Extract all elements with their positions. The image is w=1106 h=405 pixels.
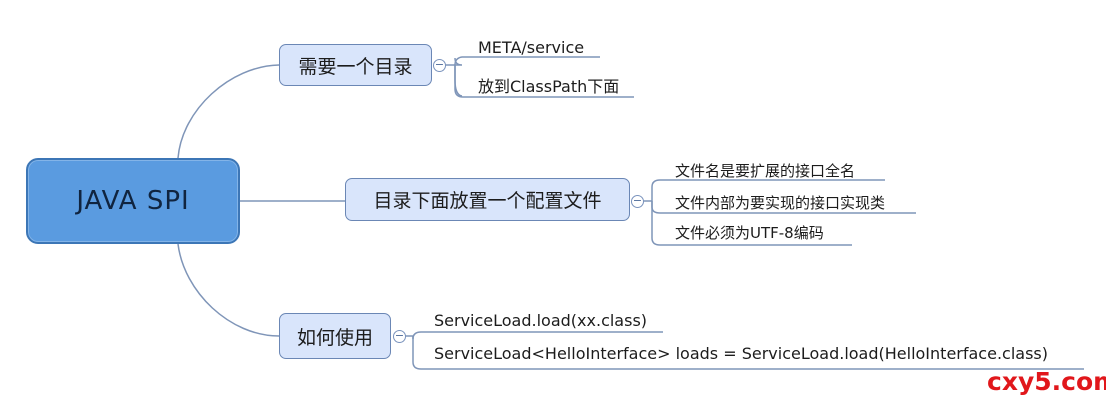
branch-label: 目录下面放置一个配置文件 xyxy=(373,190,602,212)
connector-root-branch-1 xyxy=(177,64,280,159)
connector-b2-leaf-1-underline xyxy=(651,179,885,201)
connector-b3-leaf-2-underline xyxy=(412,336,1084,370)
connector-b1-leaf-2-underline xyxy=(454,65,634,98)
connector-b2-leaf-3-underline xyxy=(651,201,852,246)
connector-b3-leaf-1-underline xyxy=(412,331,663,340)
leaf-node[interactable]: 文件内部为要实现的接口实现类 xyxy=(675,194,886,212)
branch-label: 需要一个目录 xyxy=(298,55,413,78)
branch-node-need-directory[interactable]: 需要一个目录 xyxy=(279,44,432,86)
leaf-node[interactable]: 放到ClassPath下面 xyxy=(478,77,620,96)
leaf-node[interactable]: ServiceLoad<HelloInterface> loads = Serv… xyxy=(434,344,1048,363)
root-label: JAVA SPI xyxy=(76,186,190,216)
branch-node-config-file[interactable]: 目录下面放置一个配置文件 xyxy=(345,178,630,221)
connector-b1-leaf-1-underline xyxy=(454,56,600,66)
collapse-toggle-icon[interactable]: − xyxy=(433,58,446,72)
connector-b1-spine xyxy=(454,57,463,97)
branch-node-how-to-use[interactable]: 如何使用 xyxy=(279,313,391,359)
leaf-node[interactable]: 文件必须为UTF-8编码 xyxy=(675,224,824,242)
collapse-toggle-icon[interactable]: − xyxy=(631,194,644,208)
branch-label: 如何使用 xyxy=(296,326,373,349)
leaf-node[interactable]: META/service xyxy=(478,38,585,57)
root-node[interactable]: JAVA SPI xyxy=(26,158,240,244)
leaf-node[interactable]: 文件名是要扩展的接口全名 xyxy=(675,162,856,180)
collapse-toggle-icon[interactable]: − xyxy=(393,329,406,343)
connector-root-branch-3 xyxy=(177,243,280,337)
leaf-node[interactable]: ServiceLoad.load(xx.class) xyxy=(434,311,648,330)
watermark-logo: cxy5.com xyxy=(987,367,1106,396)
